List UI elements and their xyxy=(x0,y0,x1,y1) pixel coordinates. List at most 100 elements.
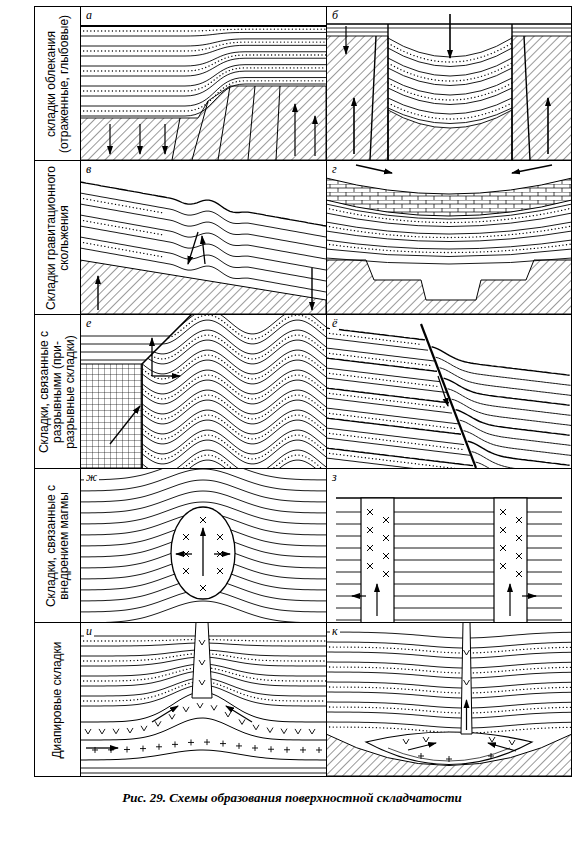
stratum-line xyxy=(460,420,571,445)
scheme-panel: ж xyxy=(80,468,327,623)
stratum-line xyxy=(421,324,476,468)
stratum-line xyxy=(124,747,130,753)
stratum-line xyxy=(516,571,522,577)
stratum-line xyxy=(220,741,226,747)
motion-arrow xyxy=(97,276,98,310)
stratum-line xyxy=(326,433,464,450)
stratum-line xyxy=(155,721,161,726)
stratum-line xyxy=(446,756,452,762)
motion-arrow xyxy=(449,14,451,58)
stratum-line xyxy=(468,441,570,465)
stratum-line xyxy=(326,632,572,638)
stratum-line xyxy=(432,347,570,375)
stratum-line xyxy=(80,193,326,237)
stratum-line xyxy=(512,36,572,160)
motion-arrow xyxy=(314,116,315,156)
stratum-line xyxy=(326,692,572,698)
stratum-line xyxy=(316,747,322,753)
stratum-line xyxy=(326,222,572,234)
panel-letter: ё xyxy=(330,316,339,330)
stratum-line xyxy=(200,585,206,591)
motion-arrow xyxy=(345,26,346,54)
stratum-line xyxy=(388,78,512,95)
stratum-line xyxy=(183,568,189,574)
motion-arrow xyxy=(547,98,549,154)
stratum-line xyxy=(436,357,571,385)
stratum-line xyxy=(383,571,389,577)
figure-caption: Рис. 29. Схемы образования поверхностной… xyxy=(0,790,584,807)
stratum-line xyxy=(388,110,512,160)
stratum-line xyxy=(388,68,512,86)
stratum-line xyxy=(80,718,326,740)
stratum-line xyxy=(80,768,326,773)
stratum-line xyxy=(295,729,301,734)
stratum-line xyxy=(326,333,422,345)
magma-stock xyxy=(361,498,394,628)
stratum-line xyxy=(197,703,203,708)
stratum-line xyxy=(183,534,189,540)
motion-arrow xyxy=(110,406,140,444)
stratum-line xyxy=(300,747,306,753)
row-label: складки облекания (отраженные, глыбовые) xyxy=(44,11,70,156)
stratum-line xyxy=(500,563,506,569)
stratum-line xyxy=(326,358,437,371)
motion-arrow xyxy=(466,700,467,730)
motion-arrow xyxy=(109,124,110,154)
scheme-panel: ё xyxy=(326,314,572,469)
stratum-line xyxy=(472,452,571,476)
row-label-cell: Складки гравитационного скольжения xyxy=(34,160,81,315)
stratum-line xyxy=(140,450,326,474)
stratum-line xyxy=(199,680,205,685)
motion-arrow xyxy=(438,376,448,406)
stratum-line xyxy=(284,747,290,753)
motion-arrow xyxy=(294,104,295,156)
stratum-line xyxy=(326,36,388,160)
stratum-line xyxy=(326,438,470,455)
stratum-line xyxy=(326,642,572,648)
stratum-line xyxy=(326,398,452,413)
stratum-line xyxy=(80,260,326,314)
stratum-line xyxy=(388,63,512,81)
fold-scheme xyxy=(336,498,562,628)
stratum-line xyxy=(80,344,162,345)
stratum-line xyxy=(367,527,373,533)
stratum-line xyxy=(383,535,389,541)
stratum-line xyxy=(140,395,326,419)
stratum-line xyxy=(140,355,326,379)
panel-letter: е xyxy=(84,316,93,330)
motion-arrow xyxy=(376,584,377,616)
motion-arrow xyxy=(356,165,392,173)
row-label: Диапировые складки xyxy=(51,627,64,772)
stratum-line xyxy=(309,729,315,734)
stratum-line xyxy=(326,672,572,678)
stratum-line xyxy=(183,707,189,712)
stratum-line xyxy=(252,745,258,751)
stratum-line xyxy=(509,740,515,745)
stratum-line xyxy=(418,753,424,759)
fold-scheme xyxy=(80,622,326,773)
scheme-panel: в xyxy=(80,160,327,315)
motion-arrow xyxy=(188,232,198,264)
panel-letter: в xyxy=(84,162,93,176)
motion-arrow xyxy=(164,124,165,154)
stratum-line xyxy=(326,249,572,257)
stratum-line xyxy=(80,198,164,213)
row-label-cell: Складки, связанные с внедрением магмы xyxy=(34,468,81,623)
stratum-line xyxy=(326,226,572,238)
stratum-line xyxy=(476,462,572,485)
row-label-cell: Диапировые складки xyxy=(34,622,81,777)
stratum-line xyxy=(326,702,572,708)
stratum-line xyxy=(80,352,154,353)
stratum-line xyxy=(80,55,326,71)
stratum-line xyxy=(326,712,572,718)
stratum-line xyxy=(113,729,119,734)
stratum-line xyxy=(204,739,210,745)
stratum-line xyxy=(488,753,494,759)
stratum-line xyxy=(140,415,326,439)
stratum-line xyxy=(326,244,572,253)
stratum-line xyxy=(80,314,192,468)
motion-arrow xyxy=(512,165,552,173)
stratum-line xyxy=(142,314,192,468)
